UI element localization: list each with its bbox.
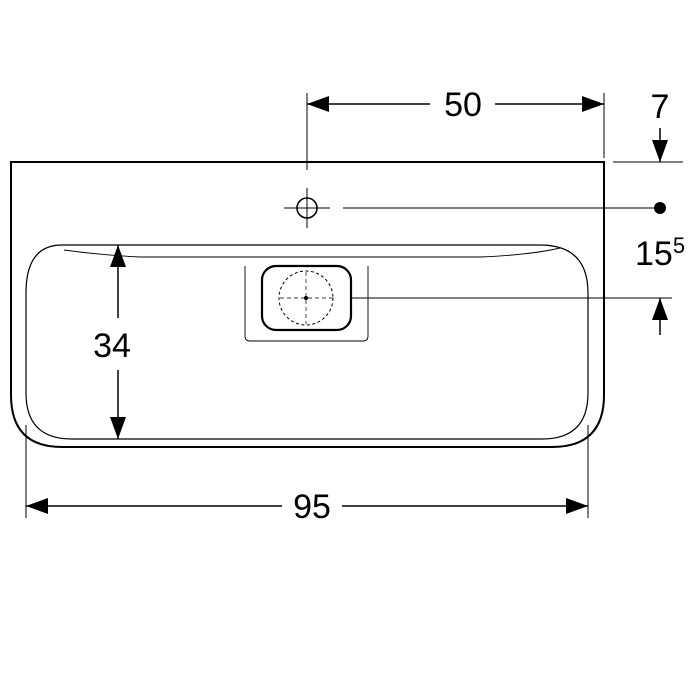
basin-bowl-outline bbox=[25, 244, 589, 440]
dim-15-main: 15 bbox=[635, 235, 673, 273]
basin-outer-outline bbox=[10, 161, 605, 448]
bowl-rim-edge bbox=[63, 247, 561, 258]
dim-15-5-label: 155 bbox=[635, 233, 685, 273]
dim-34-label: 34 bbox=[93, 327, 131, 365]
tap-level-dot bbox=[654, 202, 666, 214]
overflow-recess bbox=[244, 266, 369, 342]
dim-50-label: 50 bbox=[444, 86, 482, 124]
drain-cover bbox=[260, 264, 353, 332]
drain-center-dot bbox=[304, 296, 308, 300]
dim-15-superscript: 5 bbox=[673, 233, 685, 258]
dim-95-label: 95 bbox=[293, 488, 331, 526]
dim-7-label: 7 bbox=[651, 88, 670, 126]
